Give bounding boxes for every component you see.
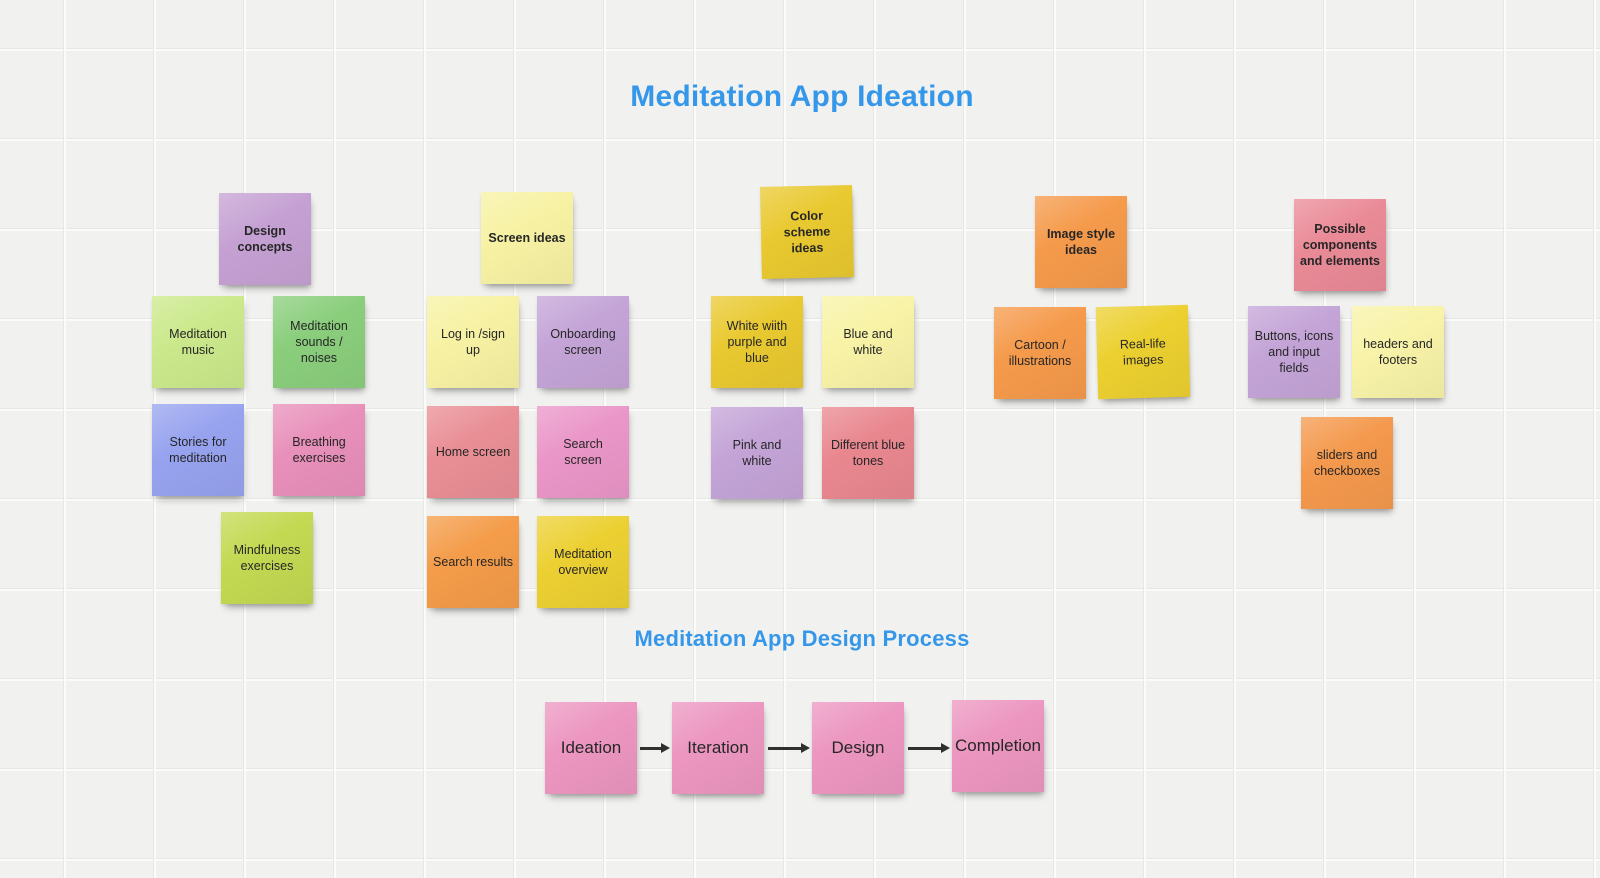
note-stories-for-meditation[interactable]: Stories for meditation [152, 404, 244, 496]
note-meditation-overview[interactable]: Meditation overview [537, 516, 629, 608]
note-pink-and-white[interactable]: Pink and white [711, 407, 803, 499]
note-breathing-exercises[interactable]: Breathing exercises [273, 404, 365, 496]
note-home-screen[interactable]: Home screen [427, 406, 519, 498]
note-blue-and-white[interactable]: Blue and white [822, 296, 914, 388]
connector-arrow-icon[interactable] [908, 747, 942, 750]
note-image-style-ideas[interactable]: Image style ideas [1035, 196, 1127, 288]
connector-arrow-icon[interactable] [768, 747, 802, 750]
note-real-life-images[interactable]: Real-life images [1095, 304, 1191, 400]
note-design-concepts[interactable]: Design concepts [219, 193, 311, 285]
note-process-iteration[interactable]: Iteration [672, 702, 764, 794]
note-cartoon-illustrations[interactable]: Cartoon / illustrations [994, 307, 1086, 399]
note-screen-ideas[interactable]: Screen ideas [481, 192, 573, 284]
connector-arrow-icon[interactable] [640, 747, 662, 750]
note-color-scheme-ideas[interactable]: Color scheme ideas [760, 185, 854, 279]
note-process-design[interactable]: Design [812, 702, 904, 794]
note-process-ideation[interactable]: Ideation [545, 702, 637, 794]
note-headers-footers[interactable]: headers and footers [1352, 306, 1444, 398]
note-different-blue-tones[interactable]: Different blue tones [822, 407, 914, 499]
note-meditation-music[interactable]: Meditation music [152, 296, 244, 388]
note-buttons-icons-inputs[interactable]: Buttons, icons and input fields [1248, 306, 1340, 398]
board-title-ideation[interactable]: Meditation App Ideation [630, 80, 974, 113]
note-search-screen[interactable]: Search screen [537, 406, 629, 498]
note-login-signup[interactable]: Log in /sign up [427, 296, 519, 388]
board-title-design-process[interactable]: Meditation App Design Process [634, 626, 970, 651]
note-sliders-checkboxes[interactable]: sliders and checkboxes [1301, 417, 1393, 509]
note-white-purple-blue[interactable]: White wiith purple and blue [711, 296, 803, 388]
note-possible-components[interactable]: Possible components and elements [1294, 199, 1386, 291]
note-process-completion[interactable]: Completion [952, 700, 1044, 792]
note-search-results[interactable]: Search results [427, 516, 519, 608]
note-mindfulness-exercises[interactable]: Mindfulness exercises [221, 512, 313, 604]
note-onboarding-screen[interactable]: Onboarding screen [537, 296, 629, 388]
note-meditation-sounds[interactable]: Meditation sounds / noises [273, 296, 365, 388]
